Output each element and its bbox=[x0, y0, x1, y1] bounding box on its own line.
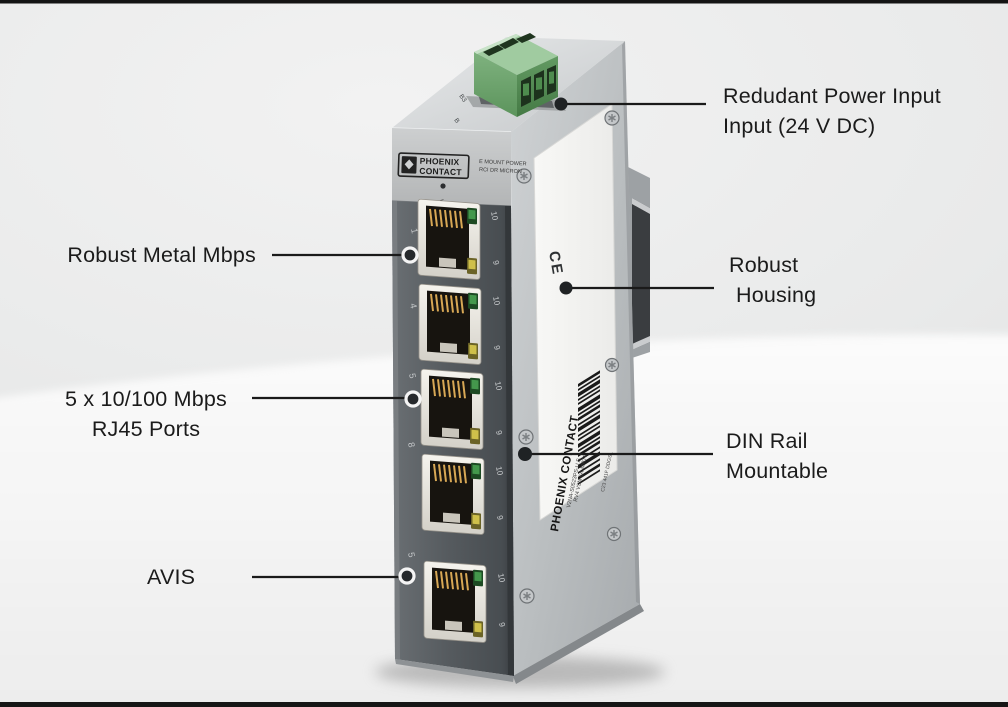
callout-label-power: Redudant Power Input Input (24 V DC) bbox=[723, 81, 941, 141]
rj45-port-5 bbox=[423, 560, 487, 643]
callout-lines bbox=[252, 102, 714, 579]
port-number: 5 bbox=[407, 372, 418, 379]
top-marking-1: B3 bbox=[457, 93, 468, 104]
rj45-ports bbox=[417, 198, 487, 643]
front-right-edge bbox=[505, 206, 514, 676]
callout-din-line1: DIN Rail bbox=[726, 429, 808, 453]
model-line1: E MOUNT POWER bbox=[479, 159, 527, 167]
callout-dot-housing bbox=[559, 281, 573, 295]
callout-housing-line2: Housing bbox=[736, 283, 817, 307]
torx-screw bbox=[606, 526, 622, 542]
torx-screw bbox=[516, 168, 532, 184]
power-terminal-block bbox=[466, 33, 566, 117]
led-label-10: 10 bbox=[493, 381, 504, 392]
callout-dot-power bbox=[554, 97, 568, 111]
callout-dot-avis bbox=[398, 567, 416, 585]
port-led-green bbox=[470, 377, 480, 395]
rj45-port-3 bbox=[420, 368, 484, 450]
callout-dot-metal bbox=[401, 246, 419, 264]
callout-avis-line1: AVIS bbox=[147, 565, 196, 589]
brand-diamond-icon bbox=[404, 159, 414, 170]
torx-screw bbox=[519, 588, 535, 604]
callout-power-line2: Input (24 V DC) bbox=[723, 114, 876, 138]
front-logo-strip: PHOENIX CONTACT E MOUNT POWER RCI DR MIC… bbox=[391, 128, 527, 210]
bottom-face bbox=[513, 604, 644, 684]
top-marking-2: B bbox=[452, 117, 460, 125]
ce-mark: CE bbox=[545, 250, 566, 277]
port-led-yellow bbox=[468, 342, 478, 360]
led-label-9: 9 bbox=[497, 622, 507, 629]
product-label-sticker: CE C23 441F DDGSL V2NA-S0523PS-U.S RV4 V… bbox=[533, 103, 618, 533]
brand-logo: PHOENIX CONTACT bbox=[397, 152, 470, 180]
callout-din-line2: Mountable bbox=[726, 459, 829, 483]
port-led-green bbox=[467, 207, 477, 225]
callout-dot-din bbox=[518, 447, 532, 461]
port-led-yellow bbox=[470, 427, 480, 445]
port-led-green bbox=[471, 462, 481, 480]
front-left-bevel bbox=[392, 201, 400, 660]
callout-label-din: DIN Rail Mountable bbox=[726, 426, 828, 486]
power-led bbox=[440, 183, 446, 189]
callout-label-avis: AVIS bbox=[147, 562, 195, 592]
callout-rj45-line1: 5 x 10/100 Mbps bbox=[65, 387, 227, 411]
torx-screw bbox=[604, 110, 620, 126]
led-label-10: 10 bbox=[494, 466, 505, 477]
side-back-edge bbox=[622, 41, 640, 604]
led-label-9: 9 bbox=[491, 260, 501, 267]
led-label-10: 10 bbox=[489, 211, 500, 222]
letterbox-bottom bbox=[0, 702, 1008, 707]
led-label-9: 9 bbox=[494, 430, 504, 437]
torx-screw bbox=[604, 357, 620, 373]
callout-label-metal: Robust Metal Mbps bbox=[38, 240, 256, 270]
led-label-9: 9 bbox=[495, 515, 505, 522]
callout-dot-rj45 bbox=[404, 390, 422, 408]
port-number: 5 bbox=[406, 551, 417, 558]
torx-screws bbox=[516, 110, 622, 604]
brand-line2: CONTACT bbox=[419, 166, 462, 177]
port-number-labels: 1 4 5 8 5 bbox=[406, 227, 420, 558]
callout-dots bbox=[398, 97, 573, 585]
callout-rj45-line2: RJ45 Ports bbox=[91, 417, 201, 441]
rj45-port-4 bbox=[421, 453, 485, 535]
port-number: 8 bbox=[406, 441, 417, 448]
port-led-yellow bbox=[467, 257, 477, 275]
port-led-yellow bbox=[473, 620, 483, 638]
port-number: 4 bbox=[408, 302, 419, 309]
port-led-green bbox=[468, 292, 478, 310]
port-led-green bbox=[473, 569, 483, 587]
port-number: 1 bbox=[409, 227, 420, 234]
brand-line1: PHOENIX bbox=[420, 156, 460, 167]
torx-screw bbox=[518, 429, 534, 445]
callout-power-line1: Redudant Power Input bbox=[723, 84, 941, 108]
letterbox-top bbox=[0, 0, 1008, 4]
switch-device: CE C23 441F DDGSL V2NA-S0523PS-U.S RV4 V… bbox=[391, 33, 650, 684]
barcode bbox=[578, 370, 600, 485]
rj45-port-1 bbox=[417, 198, 481, 280]
front-bottom-edge bbox=[395, 659, 514, 682]
callout-metal-line1: Robust Metal Mbps bbox=[67, 243, 256, 267]
callout-label-rj45: 5 x 10/100 Mbps RJ45 Ports bbox=[34, 384, 258, 444]
rj45-port-2 bbox=[418, 283, 482, 365]
model-line2: RCI DR MICRON bbox=[479, 167, 522, 175]
led-label-9: 9 bbox=[492, 345, 502, 352]
port-led-labels: 10 9 10 9 10 9 10 9 10 9 bbox=[489, 211, 507, 629]
port-led-yellow bbox=[471, 512, 481, 530]
led-label-10: 10 bbox=[496, 573, 507, 584]
callout-label-housing: Robust Housing bbox=[729, 250, 816, 310]
led-label-10: 10 bbox=[491, 296, 502, 307]
callout-housing-line1: Robust bbox=[729, 253, 799, 277]
